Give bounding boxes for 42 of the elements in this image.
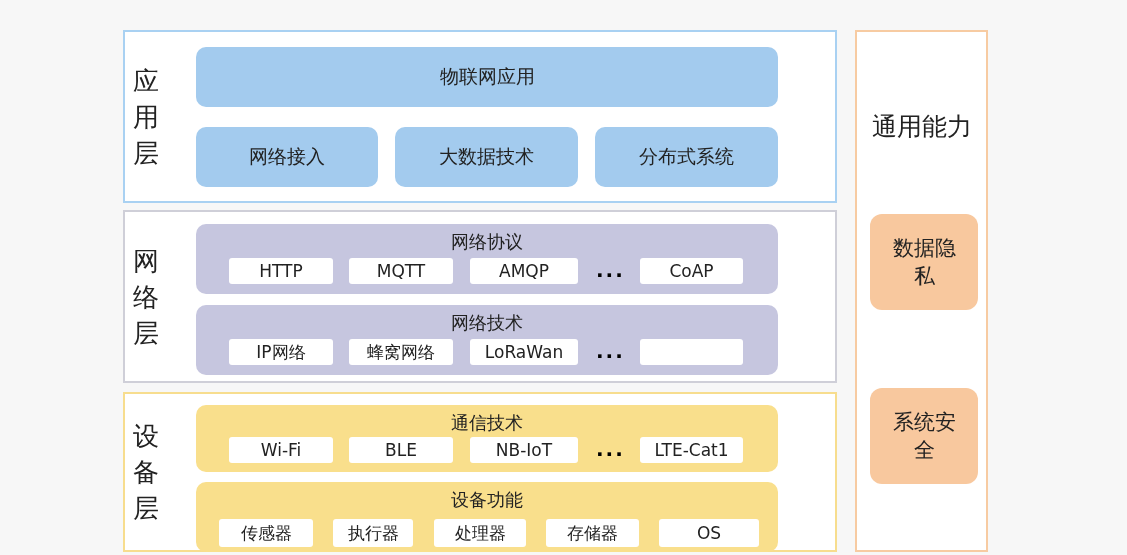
category-band	[196, 482, 778, 552]
band-heading: 网络协议	[450, 230, 524, 254]
tag-chip: LoRaWan	[470, 339, 578, 365]
layer-label: 网络层	[132, 244, 160, 350]
tag-chip: LTE-Cat1	[640, 437, 743, 463]
tag-chip: OS	[659, 519, 759, 547]
layer-label: 应用层	[132, 64, 160, 170]
ellipsis: ...	[596, 437, 625, 461]
module-box: 网络接入	[196, 127, 378, 187]
layer-label: 设备层	[132, 420, 160, 525]
tag-chip: AMQP	[470, 258, 578, 284]
layer-panel	[123, 30, 837, 203]
panel-heading: 通用能力	[870, 111, 973, 143]
tag-chip: CoAP	[640, 258, 743, 284]
ellipsis: ...	[596, 339, 625, 363]
tag-chip: HTTP	[229, 258, 333, 284]
tag-chip: 传感器	[219, 519, 313, 547]
module-box: 分布式系统	[595, 127, 778, 187]
tag-chip: 蜂窝网络	[349, 339, 453, 365]
category-band	[196, 305, 778, 375]
category-band	[196, 224, 778, 294]
tag-chip	[640, 339, 743, 365]
tag-chip: 存储器	[546, 519, 639, 547]
tag-chip: BLE	[349, 437, 453, 463]
side-panel	[855, 30, 988, 552]
tag-chip: MQTT	[349, 258, 453, 284]
tag-chip: 执行器	[333, 519, 413, 547]
module-box: 大数据技术	[395, 127, 578, 187]
layer-panel	[123, 210, 837, 383]
capability-box: 数据隐私	[870, 214, 978, 310]
tag-chip: IP网络	[229, 339, 333, 365]
capability-box: 系统安全	[870, 388, 978, 484]
band-heading: 设备功能	[450, 488, 524, 512]
band-heading: 网络技术	[450, 311, 524, 335]
band-heading: 通信技术	[450, 411, 524, 435]
category-band	[196, 405, 778, 472]
layer-panel	[123, 392, 837, 552]
tag-chip: Wi-Fi	[229, 437, 333, 463]
tag-chip: NB-IoT	[470, 437, 578, 463]
module-box: 物联网应用	[196, 47, 778, 107]
tag-chip: 处理器	[434, 519, 526, 547]
ellipsis: ...	[596, 258, 625, 282]
